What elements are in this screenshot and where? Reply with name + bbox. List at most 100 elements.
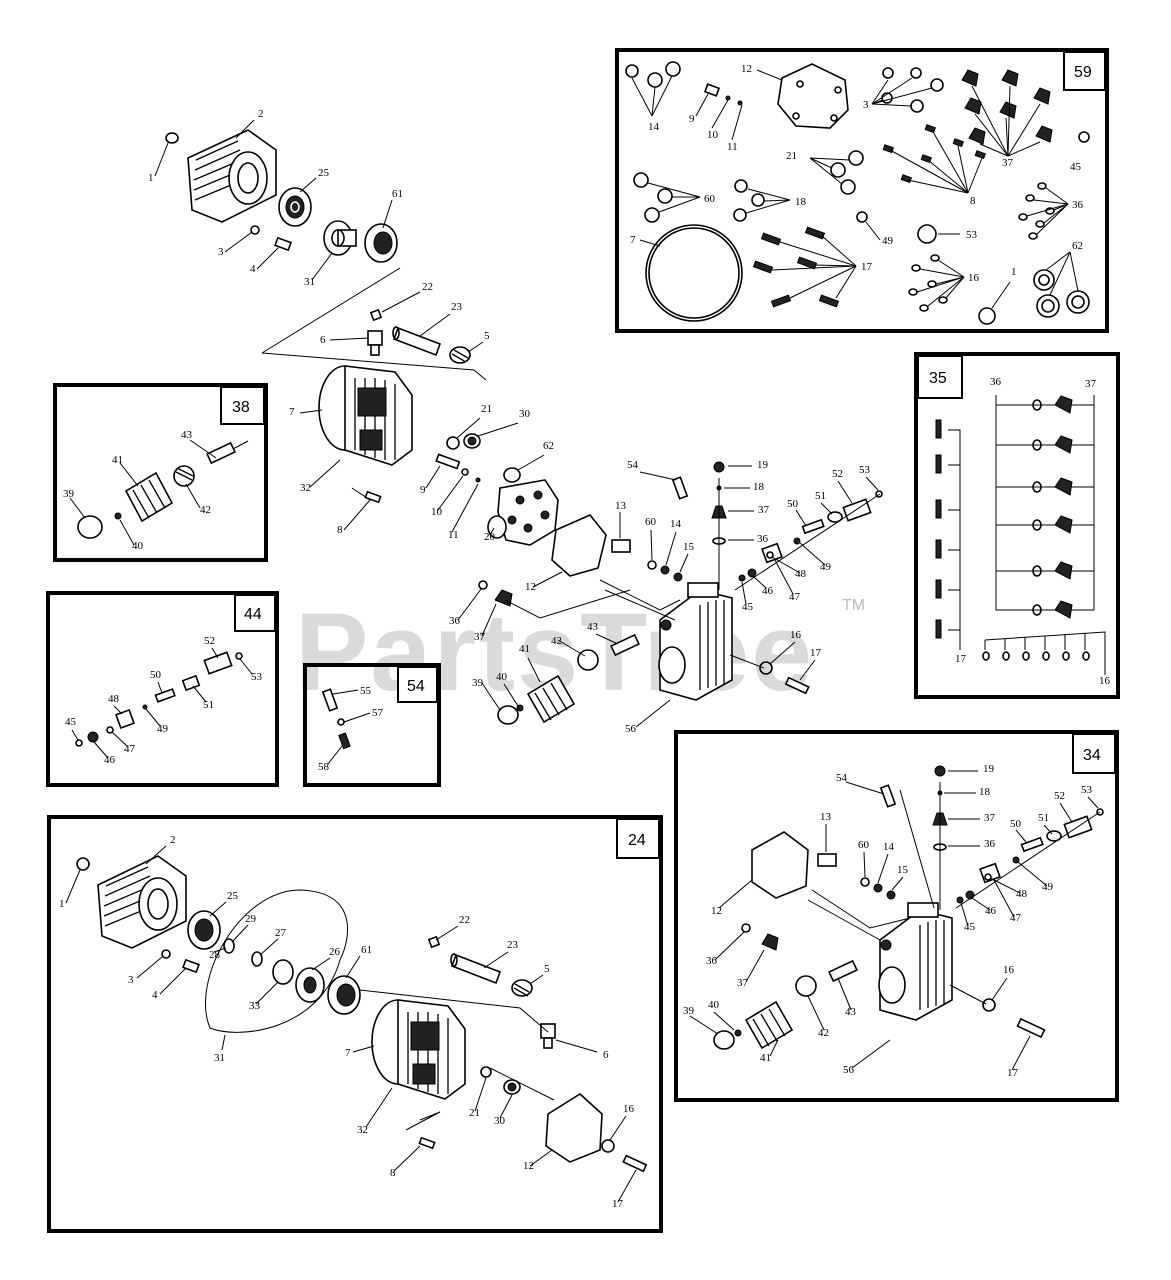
callout-main-10: 10 <box>431 506 443 518</box>
callout-main-12: 12 <box>525 581 536 593</box>
callout-34-56: 56 <box>843 1064 855 1076</box>
callout-main-56: 56 <box>625 723 637 735</box>
callout-54-57: 57 <box>372 707 384 719</box>
callout-main-2: 2 <box>258 108 264 120</box>
callout-59-14: 14 <box>648 121 660 133</box>
fitting-13 <box>611 539 631 553</box>
callout-24-61: 61 <box>361 944 372 956</box>
callout-main-41: 41 <box>519 643 530 655</box>
oring-16 <box>759 661 773 675</box>
panel-54-tab <box>397 666 438 703</box>
screw-8 <box>364 490 382 504</box>
panel-38-frame <box>53 383 268 562</box>
panel-54-frame <box>303 663 441 787</box>
seal-30-core <box>467 436 477 446</box>
panel-24-frame <box>47 815 663 1233</box>
callout-59-21: 21 <box>786 150 797 162</box>
callout-34-18: 18 <box>979 786 991 798</box>
fitting-54 <box>671 476 689 500</box>
sleeve-41 <box>526 674 576 724</box>
spring-5 <box>449 346 471 364</box>
panel-34-parts <box>689 765 1104 1071</box>
callout-24-25: 25 <box>227 890 239 902</box>
callout-38-41: 41 <box>112 454 123 466</box>
callout-24-31: 31 <box>214 1052 225 1064</box>
gasket-12 <box>551 514 607 577</box>
callout-main-42: 42 <box>551 635 562 647</box>
nut-11 <box>475 477 481 483</box>
ball-48 <box>766 551 774 559</box>
callout-main-6: 6 <box>320 334 326 346</box>
callout-59-3: 3 <box>863 99 869 111</box>
callout-34-17: 17 <box>1007 1067 1019 1079</box>
callout-59-12: 12 <box>741 63 752 75</box>
callout-34-46: 46 <box>985 905 997 917</box>
panel-38-label: 38 <box>232 399 250 416</box>
callout-59-53: 53 <box>966 229 978 241</box>
screw-4 <box>274 236 292 252</box>
oring-36-b <box>478 580 488 590</box>
callout-59-9: 9 <box>689 113 695 125</box>
callout-34-45: 45 <box>964 921 976 933</box>
panel-35-frame <box>914 352 1120 699</box>
callout-34-53: 53 <box>1081 784 1093 796</box>
callout-44-47: 47 <box>124 743 136 755</box>
callout-main-51: 51 <box>815 490 826 502</box>
callout-59-8: 8 <box>970 195 976 207</box>
callout-24-16: 16 <box>623 1103 635 1115</box>
panel-59-frame <box>615 48 1109 333</box>
callout-main-47: 47 <box>789 591 801 603</box>
panel-59-parts <box>625 61 1090 325</box>
callout-24-27: 27 <box>275 927 287 939</box>
callout-44-52: 52 <box>204 635 215 647</box>
panel-44-tab <box>234 594 276 632</box>
callout-main-37: 37 <box>474 631 486 643</box>
callout-24-5: 5 <box>544 963 550 975</box>
callout-35-17: 17 <box>955 653 967 665</box>
callout-main-50: 50 <box>787 498 799 510</box>
callout-35-37: 37 <box>1085 378 1097 390</box>
callout-38-39: 39 <box>63 488 75 500</box>
callout-main-48: 48 <box>795 568 807 580</box>
panel-38-parts <box>69 439 249 546</box>
callout-44-50: 50 <box>150 669 162 681</box>
callout-24-33: 33 <box>249 1000 261 1012</box>
ring-49 <box>793 537 801 545</box>
panel-38-tab <box>220 386 265 425</box>
panel-59-label: 59 <box>1074 64 1092 81</box>
ring-14 <box>660 565 670 575</box>
callout-34-49: 49 <box>1042 881 1054 893</box>
pump-crankcase <box>318 365 413 466</box>
panel-44-frame <box>46 591 279 787</box>
callout-main-8: 8 <box>337 524 343 536</box>
callout-24-3: 3 <box>128 974 134 986</box>
callout-main-37: 37 <box>758 504 770 516</box>
callout-main-11: 11 <box>448 529 459 541</box>
callout-main-15: 15 <box>683 541 695 553</box>
callout-main-1: 1 <box>148 172 154 184</box>
callout-main-39: 39 <box>472 677 484 689</box>
panel-54-parts <box>321 688 371 765</box>
callout-59-11: 11 <box>727 141 738 153</box>
callout-59-37: 37 <box>1002 157 1014 169</box>
panel-35-tab <box>917 355 963 399</box>
callout-main-31: 31 <box>304 276 315 288</box>
washer-10 <box>461 468 469 476</box>
oil-plug-6 <box>367 330 383 356</box>
callout-main-62: 62 <box>543 440 554 452</box>
callout-44-46: 46 <box>104 754 116 766</box>
callout-24-22: 22 <box>459 914 470 926</box>
pump-head-56 <box>658 582 733 701</box>
callout-44-53: 53 <box>251 671 263 683</box>
callout-34-60: 60 <box>858 839 870 851</box>
callout-38-42: 42 <box>200 504 211 516</box>
bearing-61 <box>364 223 398 263</box>
callout-59-60: 60 <box>704 193 716 205</box>
callout-34-19: 19 <box>983 763 995 775</box>
manifold-plate-20 <box>487 479 559 546</box>
callout-34-39: 39 <box>683 1005 695 1017</box>
callout-34-37: 37 <box>984 812 996 824</box>
callout-24-6: 6 <box>603 1049 609 1061</box>
callout-main-18: 18 <box>753 481 765 493</box>
